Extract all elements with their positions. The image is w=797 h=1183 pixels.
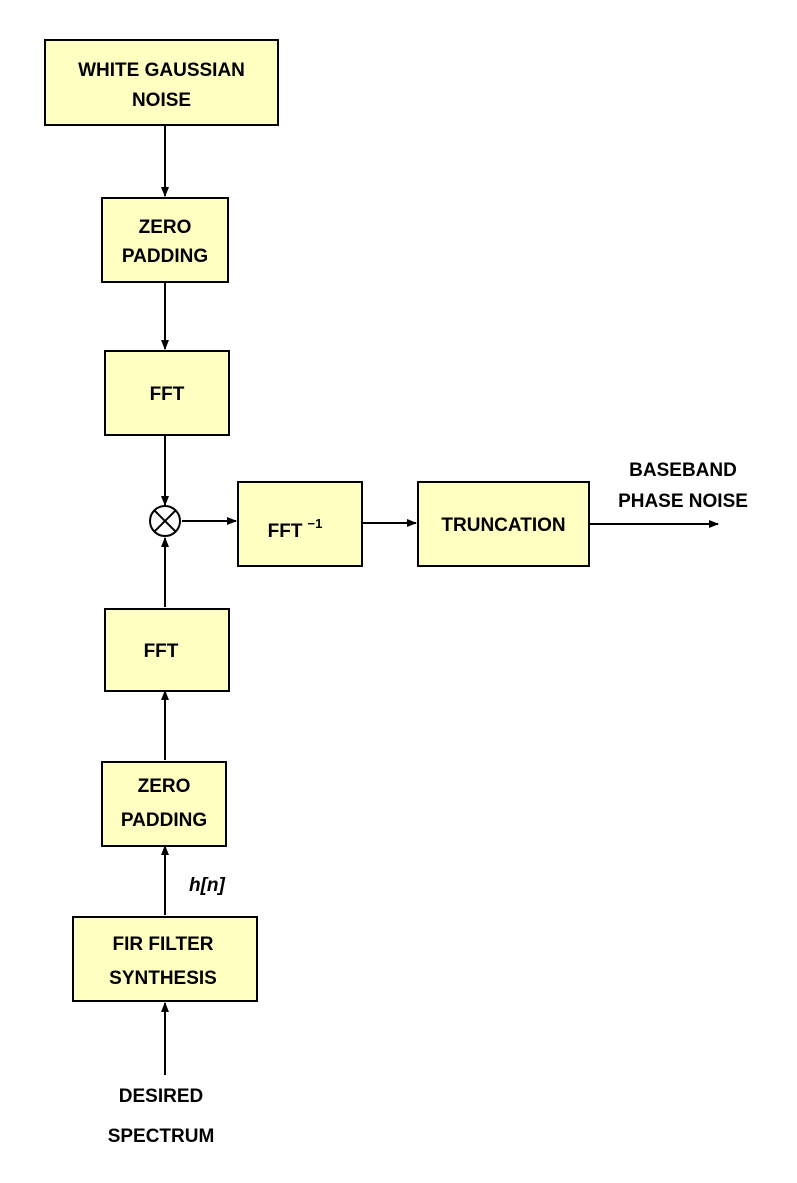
fir-filter-synthesis-line2: SYNTHESIS [109,968,217,989]
fft-bottom-label: FFT [144,641,179,662]
input-label-line2: SPECTRUM [108,1126,215,1147]
output-label-line2: PHASE NOISE [618,491,748,512]
fft-bottom-block: FFT [104,608,230,692]
fir-filter-synthesis-line1: FIR FILTER [113,934,214,955]
zero-padding-top-line1: ZERO [139,217,192,238]
multiplier-node [149,505,181,537]
zero-padding-top-line2: PADDING [122,246,208,267]
inverse-fft-label: FFT [268,521,303,542]
fft-top-block: FFT [104,350,230,436]
svg-text:FFT−1: FFT −1 [268,516,323,542]
hn-label: h[n] [189,875,226,896]
truncation-label: TRUNCATION [441,515,565,536]
white-gaussian-noise-block: WHITE GAUSSIAN NOISE [44,39,279,126]
inverse-fft-block: FFT −1 [237,481,363,567]
zero-padding-bottom-line1: ZERO [138,776,191,797]
white-gaussian-noise-line1: WHITE GAUSSIAN [78,60,245,81]
fir-filter-synthesis-block: FIR FILTER SYNTHESIS [72,916,258,1002]
inverse-fft-superscript: −1 [308,516,323,531]
input-label-line1: DESIRED [119,1086,203,1107]
zero-padding-bottom-line2: PADDING [121,810,207,831]
zero-padding-top-block: ZERO PADDING [101,197,229,283]
fft-top-label: FFT [150,384,185,405]
zero-padding-bottom-block: ZERO PADDING [101,761,227,847]
truncation-block: TRUNCATION [417,481,590,567]
output-label-line1: BASEBAND [629,460,737,481]
white-gaussian-noise-line2: NOISE [132,90,191,111]
